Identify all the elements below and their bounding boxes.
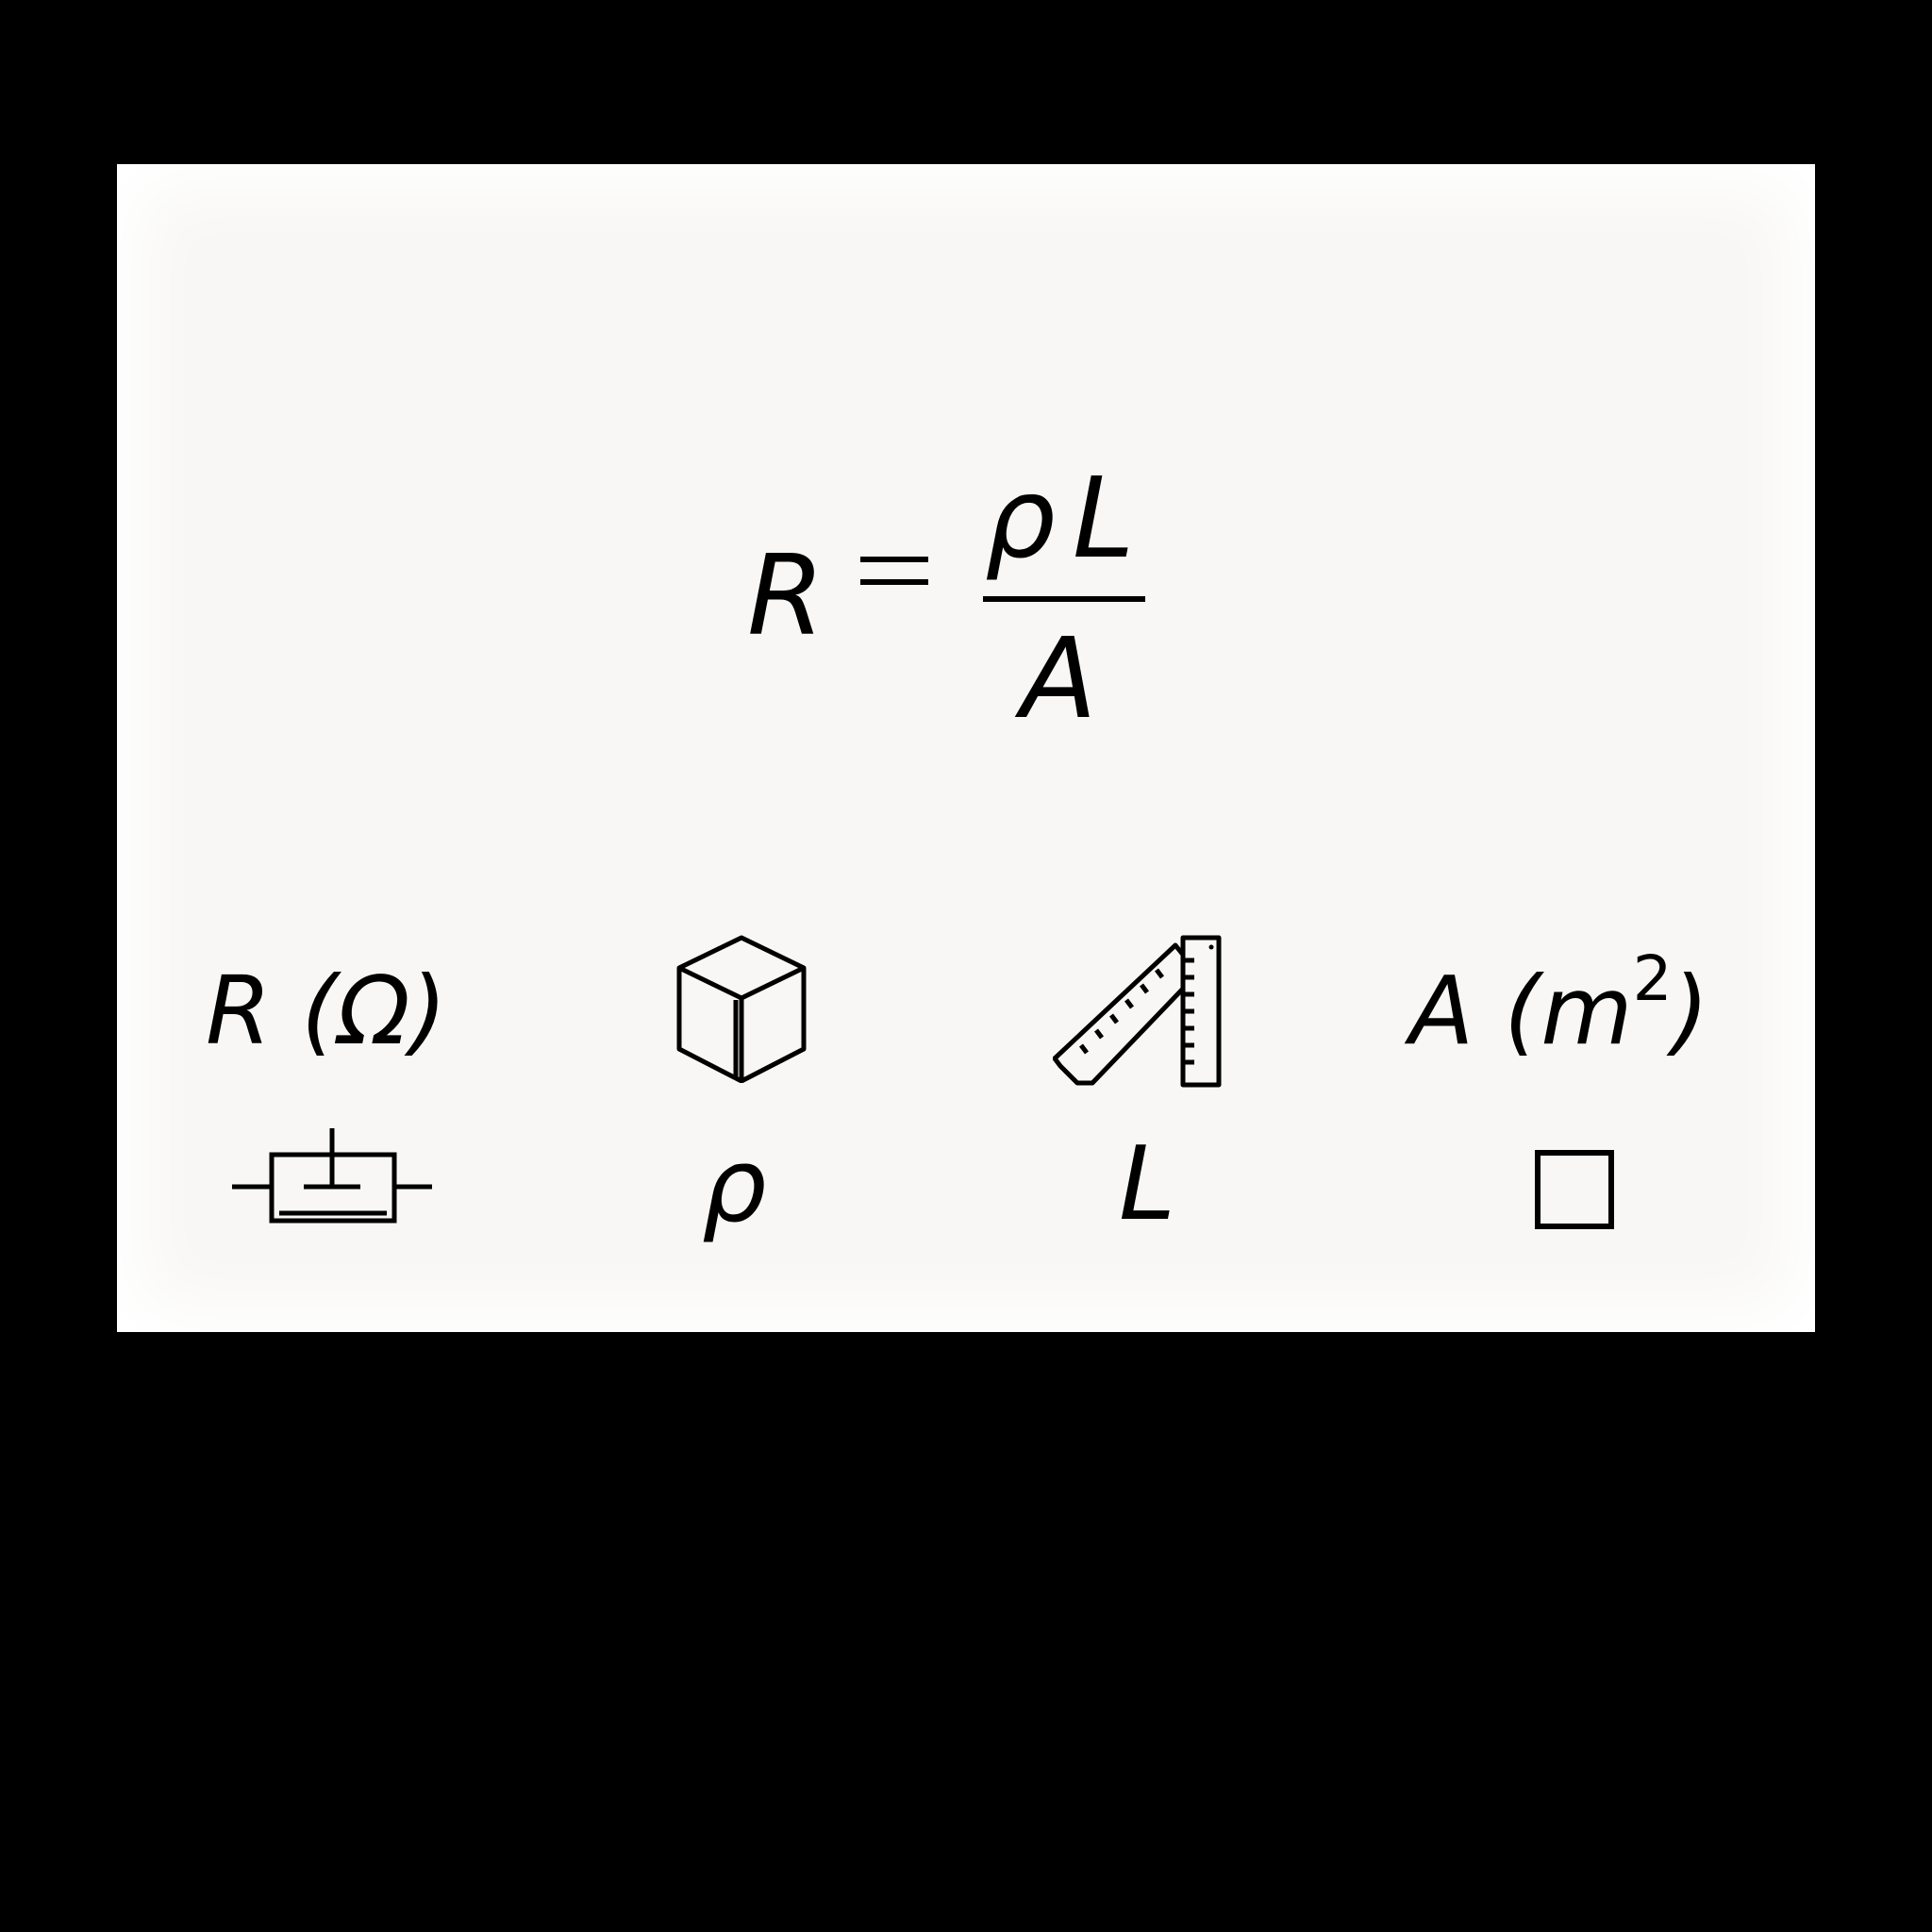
- cube-icon: [676, 935, 807, 1083]
- resistor-icon: [232, 1128, 432, 1224]
- length-symbol: L: [1119, 1125, 1176, 1243]
- formula-card: R ρL A R (Ω): [117, 164, 1815, 1332]
- rho-symbol: ρ: [702, 1127, 767, 1245]
- area-label-base: A (m: [1409, 956, 1633, 1066]
- area-label: A (m2): [1409, 948, 1709, 1058]
- area-label-close: ): [1672, 956, 1709, 1066]
- formula-lhs: R: [747, 530, 824, 660]
- ruler-icon: [1053, 935, 1222, 1088]
- area-label-exponent: 2: [1632, 942, 1673, 1015]
- formula-denominator: A: [1021, 613, 1097, 743]
- resistance-label: R (Ω): [206, 956, 447, 1066]
- equals-sign: [860, 553, 928, 598]
- square-icon: [1535, 1150, 1614, 1229]
- formula-numerator: ρL: [985, 453, 1152, 583]
- fraction-bar: [983, 596, 1145, 602]
